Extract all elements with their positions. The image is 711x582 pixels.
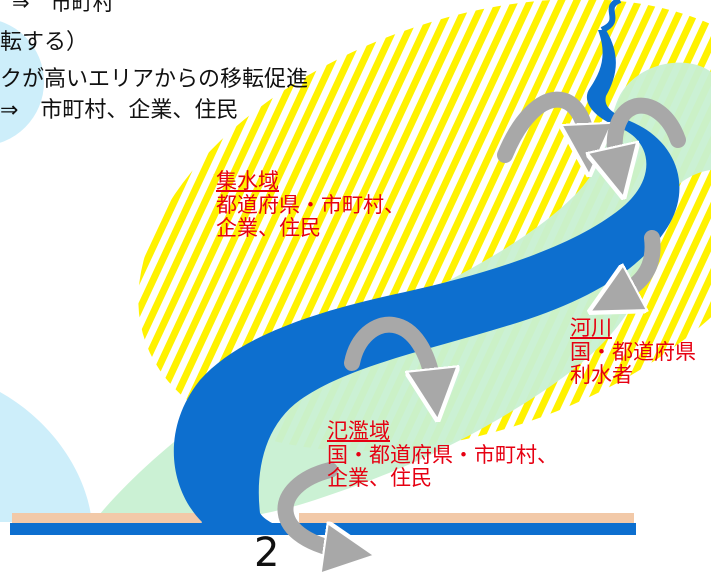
river-line-1: 国・都道府県 bbox=[570, 339, 696, 364]
curved-arrow-icon bbox=[344, 316, 435, 395]
catchment-label: 集水域 都道府県・市町村、 企業、住民 bbox=[216, 169, 405, 241]
floodplain-line-2: 企業、住民 bbox=[327, 466, 432, 491]
catchment-line-2: 企業、住民 bbox=[216, 216, 321, 241]
river-upstream-meander bbox=[600, 0, 622, 33]
floodplain-title: 氾濫域 bbox=[327, 419, 390, 443]
page-number: 2 bbox=[254, 530, 280, 576]
left-top-circle bbox=[0, 21, 44, 143]
river-title: 河川 bbox=[570, 316, 612, 340]
floodplain-line-1: 国・都道府県・市町村、 bbox=[327, 442, 558, 467]
river-line-2: 利水者 bbox=[570, 363, 633, 388]
header-line-3: ⇒ 市町村、企業、住民 bbox=[0, 98, 239, 123]
ground-strip-left bbox=[12, 513, 204, 523]
header-line-0: ⇒ 市町村 bbox=[12, 0, 114, 15]
header-line-1: 転する） bbox=[0, 30, 89, 55]
curved-arrow-icon bbox=[612, 230, 661, 300]
catchment-title: 集水域 bbox=[216, 169, 279, 193]
floodplain-label: 氾濫域 国・都道府県・市町村、 企業、住民 bbox=[327, 419, 558, 491]
curved-arrow-icon bbox=[277, 462, 350, 552]
river-main bbox=[173, 30, 680, 535]
catchment-line-1: 都道府県・市町村、 bbox=[216, 192, 405, 217]
curved-arrow-icon bbox=[615, 97, 686, 173]
left-blue-zone bbox=[0, 392, 92, 522]
ground-base-line bbox=[10, 523, 636, 535]
ground-strip-right bbox=[299, 513, 634, 523]
river-label: 河川 国・都道府県 利水者 bbox=[570, 316, 696, 388]
header-line-2: クが高いエリアからの移転促進 bbox=[0, 67, 309, 92]
curved-arrow-icon bbox=[497, 91, 588, 155]
